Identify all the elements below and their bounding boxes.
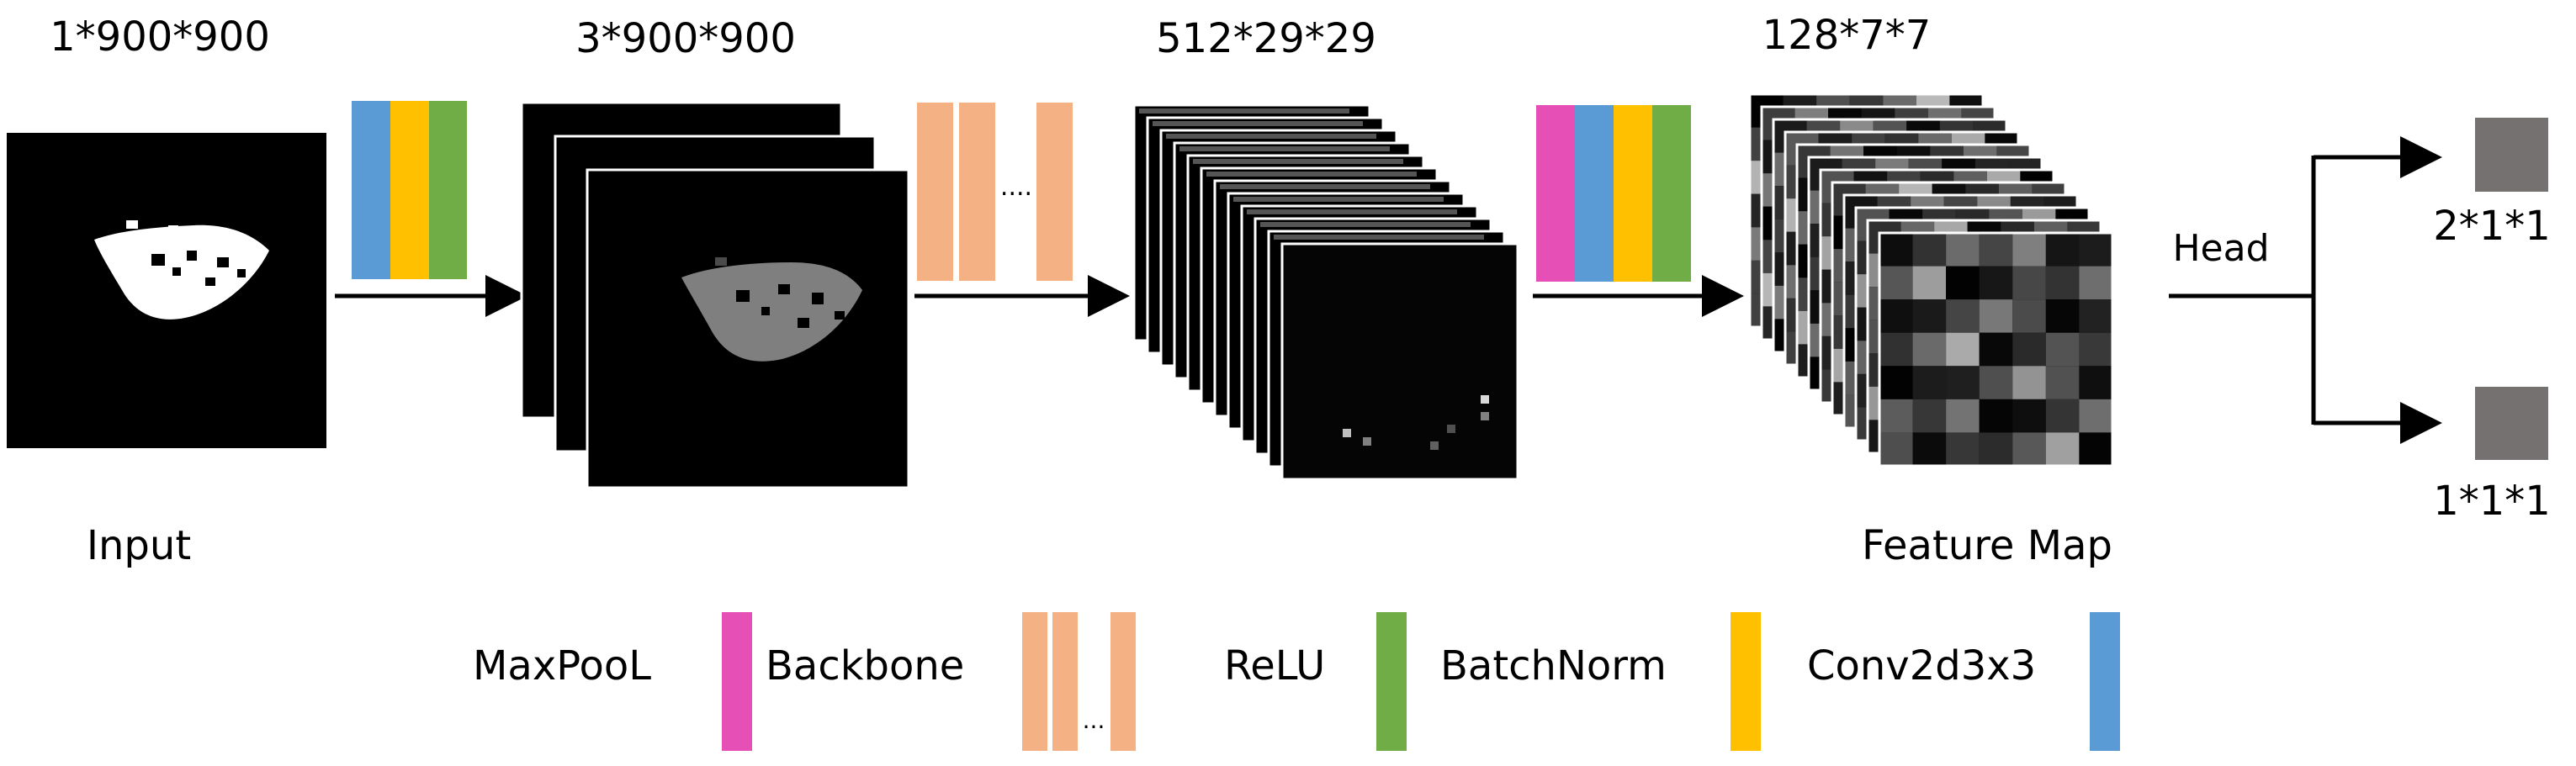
conv-block-2	[1536, 105, 1691, 282]
backbone-bar-2	[959, 103, 995, 281]
output2-dims-label: 1*1*1	[2433, 478, 2551, 525]
output1-dims-label: 2*1*1	[2433, 203, 2551, 250]
input-label: Input	[87, 522, 191, 569]
output-square-1	[2475, 118, 2548, 192]
legend: MaxPooL Backbone ... ReLU BatchNorm Conv…	[473, 612, 2120, 751]
batchnorm-bar	[390, 101, 429, 279]
legend-label-batchnorm: BatchNorm	[1440, 642, 1667, 689]
legend-label-relu: ReLU	[1224, 642, 1325, 689]
green-bar-icon	[1376, 612, 1407, 751]
legend-label-conv2d3x3: Conv2d3x3	[1807, 642, 2036, 689]
stage1-dims-label: 3*900*900	[575, 15, 796, 62]
backbone-bar-1	[917, 103, 953, 281]
conv-bar	[352, 101, 390, 279]
magenta-bar-icon	[722, 612, 752, 751]
input-dims-label: 1*900*900	[50, 13, 270, 61]
relu-bar	[429, 101, 467, 279]
relu-bar	[1652, 105, 1691, 282]
stage3-dims-label: 128*7*7	[1762, 12, 1932, 59]
backbone-bar-3	[1036, 103, 1073, 281]
yellow-bar-icon	[1731, 612, 1761, 751]
blue-bar-icon	[2090, 612, 2120, 751]
feature-map-layer	[1878, 231, 2114, 468]
feature-map-layer	[1280, 242, 1519, 481]
head-label: Head	[2172, 227, 2269, 270]
maxpool-bar	[1536, 105, 1575, 282]
conv-bar	[1575, 105, 1614, 282]
backbone-ellipsis: ....	[1000, 172, 1032, 202]
input-image	[7, 133, 326, 448]
feature-map-label: Feature Map	[1862, 522, 2112, 569]
backbone-block: ....	[917, 103, 1073, 281]
stage2-stack	[1132, 103, 1519, 481]
stage1-stack	[520, 101, 910, 489]
feature-map-stack	[1748, 92, 2114, 468]
stage2-dims-label: 512*29*29	[1156, 15, 1376, 62]
legend-label-backbone: Backbone	[766, 642, 964, 689]
head-branch	[2169, 136, 2442, 444]
legend-ellipsis: ...	[1083, 706, 1105, 734]
batchnorm-bar	[1614, 105, 1652, 282]
backbone-bars-icon	[1022, 612, 1136, 751]
conv-block-1	[352, 101, 467, 279]
output-square-2	[2475, 387, 2548, 460]
legend-label-maxpool: MaxPooL	[473, 642, 651, 689]
